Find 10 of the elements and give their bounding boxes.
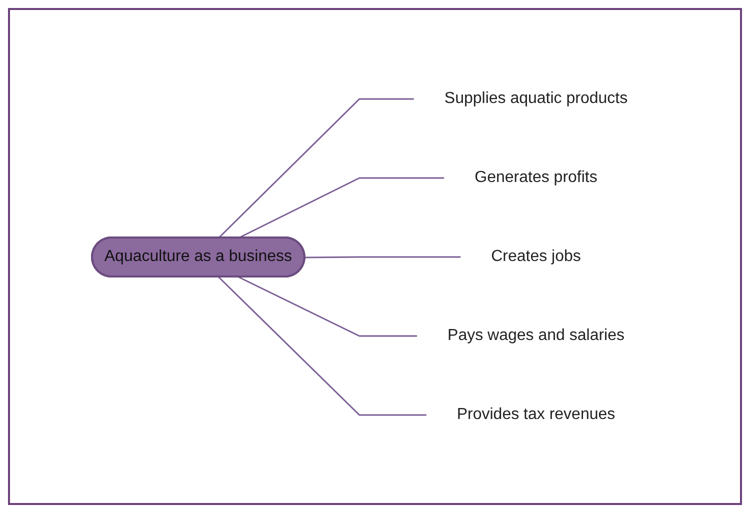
node-text: Pays wages and salaries: [448, 326, 625, 344]
node-text: Creates jobs: [491, 247, 582, 264]
diagram-frame: Aquaculture as a business Supplies aquatic products Generates profits Creates jobs Pays wages and salaries Provides tax revenues: [8, 8, 742, 505]
node-text: Generates profits: [474, 168, 598, 186]
connector: [218, 276, 428, 416]
connector: [218, 98, 415, 238]
node-text: Provides tax revenues: [457, 405, 616, 422]
node-text: Supplies aquatic products: [444, 90, 628, 106]
connector: [238, 276, 418, 336]
connector: [305, 256, 462, 258]
